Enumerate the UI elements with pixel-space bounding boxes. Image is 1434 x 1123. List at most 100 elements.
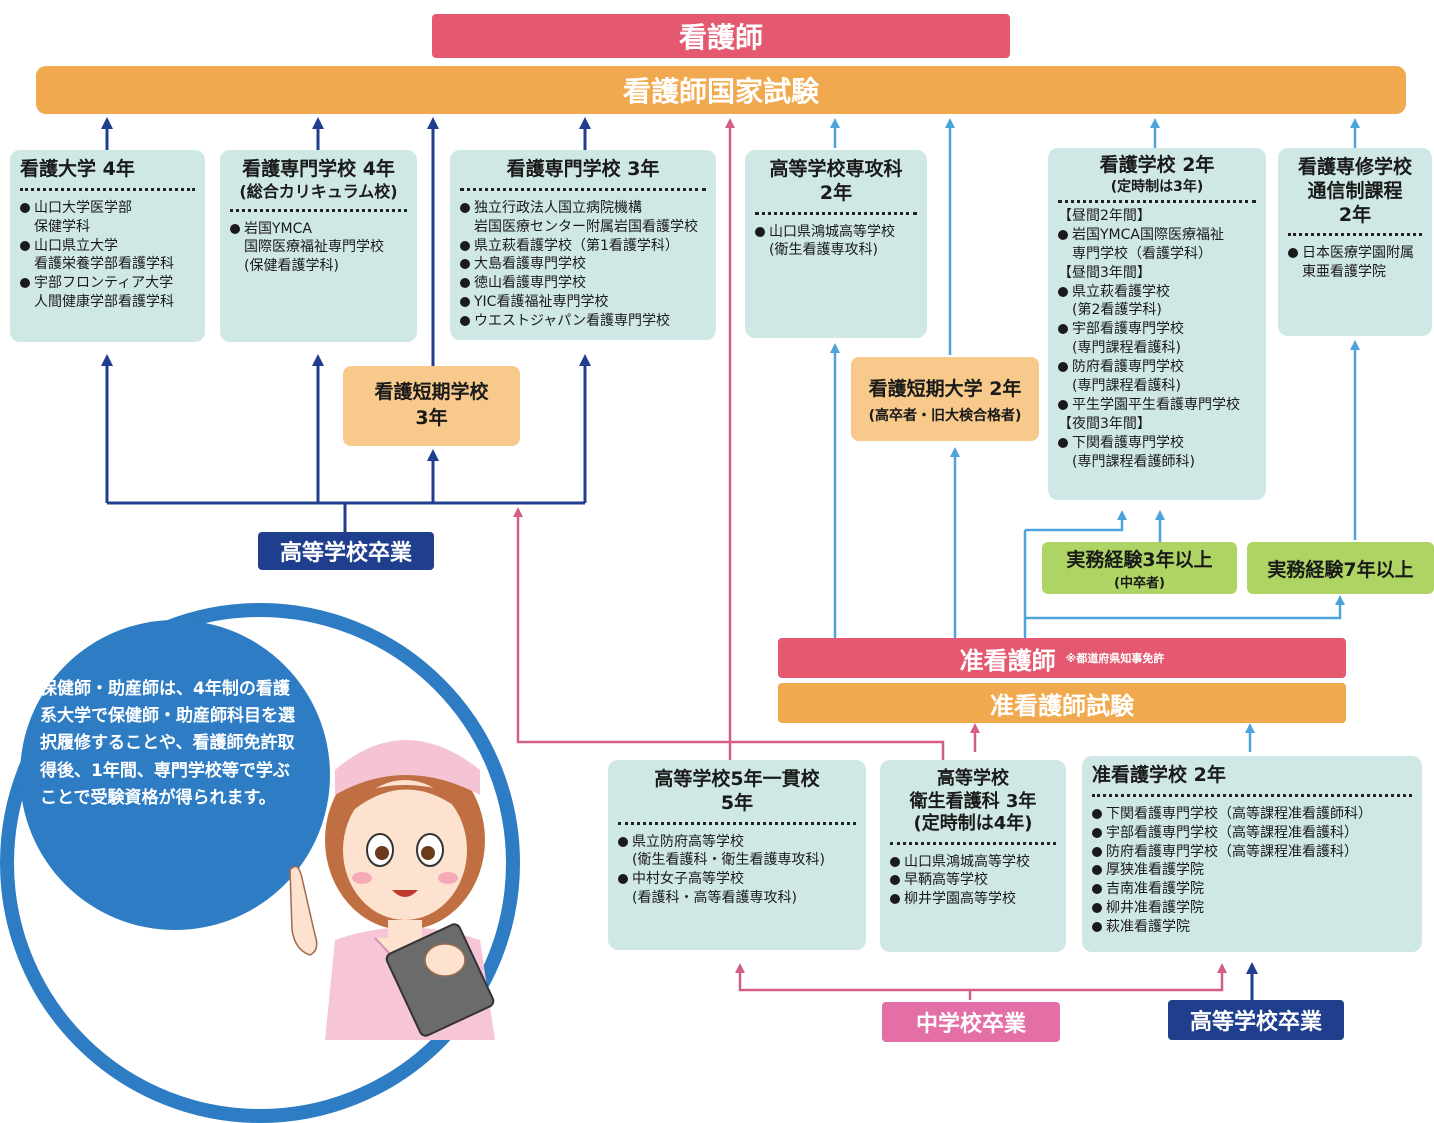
list-item: 早鞆高等学校 — [890, 871, 1056, 890]
jun-kangoshi-note: ※都道府県知事免許 — [1065, 652, 1165, 665]
list-item: 柳井准看護学院 — [1092, 899, 1412, 918]
box-title: 看護大学 4年 — [20, 158, 135, 180]
bullet-icon — [1058, 229, 1068, 240]
koukou-sotsugyou-right: 高等学校卒業 — [1168, 1000, 1344, 1040]
bullet-icon — [460, 316, 470, 327]
jun-kangoshi-banner: 准看護師 ※都道府県知事免許 — [778, 638, 1346, 678]
bullet-icon — [1058, 362, 1068, 373]
school-list: 岩国YMCA 国際医療福祉専門学校 (保健看護学科) — [230, 220, 407, 277]
bullet-icon — [460, 297, 470, 308]
school-list: 日本医療学園附属 東亜看護学院 — [1288, 244, 1422, 282]
list-item: 宇部看護専門学校 — [1058, 320, 1256, 339]
bullet-icon — [230, 223, 240, 234]
list-item: 大島看護専門学校 — [460, 255, 706, 274]
box-title: 高等学校 衛生看護科 3年 (定時制は4年) — [909, 768, 1037, 834]
bullet-icon — [460, 240, 470, 251]
list-item: 県立萩看護学校 — [1058, 283, 1256, 302]
list-item: 岩国YMCA国際医療福祉 — [1058, 226, 1256, 245]
list-item-detail: (専門課程看護師科) — [1072, 453, 1195, 470]
kangoshi-banner: 看護師 — [432, 14, 1010, 58]
bullet-icon — [20, 240, 30, 251]
bullet-icon — [890, 875, 900, 886]
bullet-icon — [1092, 846, 1102, 857]
divider — [230, 208, 407, 212]
box-senkouka: 高等学校専攻科 2年 山口県鴻城高等学校 (衛生看護専攻科) — [745, 150, 927, 338]
box-jun-kango-gakko: 准看護学校 2年 下関看護専門学校（高等課程准看護師科）宇部看護専門学校（高等課… — [1082, 756, 1422, 952]
list-item: 下関看護専門学校（高等課程准看護師科） — [1092, 805, 1412, 824]
bullet-icon — [890, 894, 900, 905]
list-item: 平生学園平生看護専門学校 — [1058, 396, 1256, 415]
divider — [755, 211, 917, 215]
list-item-detail: (専門課程看護科) — [1072, 340, 1181, 357]
bullet-icon — [1092, 884, 1102, 895]
flow-arrows — [101, 117, 1360, 1000]
box-kango-senmon-4: 看護専門学校 4年 (総合カリキュラム校) 岩国YMCA 国際医療福祉専門学校 … — [220, 150, 417, 342]
school-list: 独立行政法人国立病院機構 岩国医療センター附属岩国看護学校県立萩看護学校（第1看… — [460, 199, 706, 331]
bullet-icon — [20, 278, 30, 289]
list-item: 独立行政法人国立病院機構 岩国医療センター附属岩国看護学校 — [460, 199, 706, 237]
box-kango-senmon-3: 看護専門学校 3年 独立行政法人国立病院機構 岩国医療センター附属岩国看護学校県… — [450, 150, 716, 340]
list-item: 中村女子高等学校 (看護科・高等看護専攻科) — [618, 870, 856, 908]
box-subtitle: (総合カリキュラム校) — [239, 181, 398, 201]
bullet-icon — [1092, 808, 1102, 819]
jun-kangoshi-exam-banner: 准看護師試験 — [778, 683, 1346, 723]
bullet-icon — [890, 856, 900, 867]
tanki-title: 看護短期学校 — [374, 381, 489, 404]
list-item: 柳井学園高等学校 — [890, 890, 1056, 909]
school-list: 山口大学医学部 保健学科山口県立大学 看護栄養学部看護学科宇部フロンティア大学 … — [20, 199, 195, 312]
list-item: 宇部看護専門学校（高等課程准看護科） — [1092, 824, 1412, 843]
bullet-icon — [460, 202, 470, 213]
bullet-icon — [618, 836, 628, 847]
info-text: 保健師・助産師は、4年制の看護系大学で保健師・助産師科目を選択履修することや、看… — [40, 679, 295, 808]
section-heading: 【昼間3年間】 — [1058, 264, 1151, 281]
box-kango-tanki: 看護短期学校 3年 — [343, 366, 520, 446]
bullet-icon — [1288, 248, 1298, 259]
info-circle — [20, 620, 330, 930]
tanki-years: 3年 — [415, 407, 448, 429]
list-item: 宇部フロンティア大学 人間健康学部看護学科 — [20, 274, 195, 312]
bullet-icon — [460, 278, 470, 289]
bullet-icon — [20, 202, 30, 213]
list-item: YIC看護福祉専門学校 — [460, 293, 706, 312]
section-heading: 【夜間3年間】 — [1058, 415, 1151, 432]
bullet-icon — [1058, 437, 1068, 448]
jitsumu-3-label: 実務経験3年以上 — [1066, 549, 1213, 571]
bullet-icon — [1092, 922, 1102, 933]
nurse-illustration — [289, 740, 495, 1040]
box-tsushin: 看護専修学校 通信制課程 2年 日本医療学園附属 東亜看護学院 — [1278, 148, 1432, 336]
list-item: 県立防府高等学校 (衛生看護科・衛生看護専攻科) — [618, 833, 856, 871]
jitsumu-7-badge: 実務経験7年以上 — [1247, 542, 1434, 594]
divider — [20, 187, 195, 191]
list-item: 吉南准看護学院 — [1092, 880, 1412, 899]
list-item: 徳山看護専門学校 — [460, 274, 706, 293]
divider — [1288, 233, 1422, 237]
bullet-icon — [1092, 865, 1102, 876]
list-item: 県立萩看護学校（第1看護学科） — [460, 237, 706, 256]
box-title: 看護専門学校 4年 — [242, 158, 395, 180]
box-eisei-kango: 高等学校 衛生看護科 3年 (定時制は4年) 山口県鴻城高等学校早鞆高等学校柳井… — [880, 760, 1066, 952]
kangoshi-exam-banner: 看護師国家試験 — [36, 66, 1406, 114]
box-title: 看護学校 2年 — [1099, 154, 1215, 176]
divider — [1092, 793, 1412, 797]
list-item: 山口県鴻城高等学校 — [890, 853, 1056, 872]
tandai-title: 看護短期大学 2年 — [868, 377, 1022, 400]
list-item: 岩国YMCA 国際医療福祉専門学校 (保健看護学科) — [230, 220, 407, 277]
school-list: 下関看護専門学校（高等課程准看護師科）宇部看護専門学校（高等課程准看護科）防府看… — [1092, 805, 1412, 937]
list-item: 防府看護専門学校 — [1058, 358, 1256, 377]
jitsumu-7-label: 実務経験7年以上 — [1267, 558, 1414, 581]
list-item-detail: (第2看護学科) — [1072, 302, 1162, 319]
list-item: 防府看護専門学校（高等課程准看護科） — [1092, 843, 1412, 862]
list-item-detail: 専門学校（看護学科） — [1072, 245, 1212, 262]
jitsumu-3-note: (中卒者) — [1114, 576, 1165, 591]
list-item: 山口大学医学部 保健学科 — [20, 199, 195, 237]
school-list: 山口県鴻城高等学校早鞆高等学校柳井学園高等学校 — [890, 853, 1056, 910]
chugaku-sotsugyou: 中学校卒業 — [882, 1002, 1060, 1042]
divider — [1058, 199, 1256, 203]
bullet-icon — [618, 874, 628, 885]
box-kango-gakko-2: 看護学校 2年 (定時制は3年) 【昼間2年間】岩国YMCA国際医療福祉専門学校… — [1048, 148, 1266, 500]
bullet-icon — [1092, 903, 1102, 914]
divider — [618, 821, 856, 825]
jitsumu-3-badge: 実務経験3年以上 (中卒者) — [1042, 542, 1237, 594]
box-ikkan-5: 高等学校5年一貫校 5年 県立防府高等学校 (衛生看護科・衛生看護専攻科)中村女… — [608, 760, 866, 950]
list-item: 厚狭准看護学院 — [1092, 861, 1412, 880]
